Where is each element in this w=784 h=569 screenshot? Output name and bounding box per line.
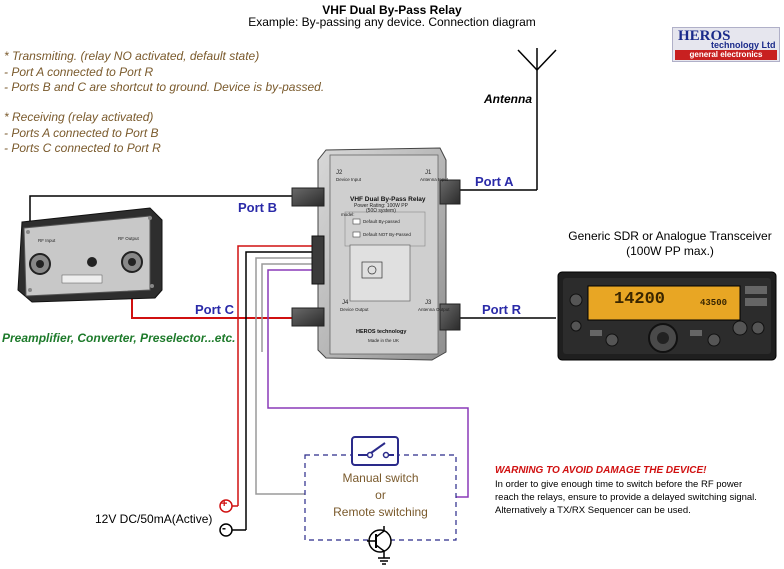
relay-box-title: VHF Dual By-Pass Relay	[350, 196, 426, 203]
sdr-label: Generic SDR or Analogue Transceiver (100…	[560, 229, 780, 259]
diagram-title: VHF Dual By-Pass Relay	[322, 3, 462, 17]
relay-j2-sub: Device Input	[336, 177, 362, 182]
relay-j4-sub: Device Output	[340, 307, 369, 312]
antenna-label: Antenna	[484, 92, 532, 106]
rx-note-line: - Ports C connected to Port R	[4, 141, 161, 155]
tx-note-line: - Ports B and C are shortcut to ground. …	[4, 80, 325, 94]
sdr-label-line2: (100W PP max.)	[626, 244, 714, 258]
switch-label: Manual switch or Remote switching	[305, 470, 456, 521]
wire-grey-1	[255, 257, 322, 495]
switch-symbol-icon	[351, 436, 399, 466]
wire-red-plus	[237, 245, 322, 506]
tx-note-line: - Port A connected to Port R	[4, 64, 154, 79]
warning-line: In order to give enough time to switch b…	[495, 479, 743, 490]
logo-line3: general electronics	[675, 50, 777, 60]
warning-line: reach the relays, ensure to provide a de…	[495, 492, 757, 503]
switch-line1: Manual switch	[342, 471, 419, 485]
relay-box-spec2: (50Ω system)	[366, 208, 396, 214]
logo-line1: HEROS	[678, 28, 731, 44]
device-label2: RF Output	[118, 236, 139, 241]
relay-j4: J4	[342, 300, 349, 306]
relay-box-drawing	[291, 147, 461, 361]
power-label: 12V DC/50mA(Active)	[95, 512, 213, 526]
relay-box-spec1: Power Rating: 100W PP	[354, 203, 408, 209]
warning-line: Alternatively a TX/RX Sequencer can be u…	[495, 505, 691, 516]
radio-freq2: 43500	[700, 298, 728, 308]
logo-line2: technology Ltd	[711, 40, 776, 50]
diagram-subtitle: Example: By-passing any device. Connecti…	[248, 15, 536, 29]
wire-grey-2	[261, 263, 322, 352]
port-c-label: Port C	[195, 302, 234, 317]
tx-note-line: * Transmiting. (relay NO activated, defa…	[4, 49, 260, 63]
wire-purple	[267, 269, 469, 498]
tx-notes: * Transmiting. (relay NO activated, defa…	[4, 49, 324, 96]
port-r-label: Port R	[482, 302, 521, 317]
sdr-label-line1: Generic SDR or Analogue Transceiver	[568, 229, 772, 243]
relay-made: Made in the UK	[368, 338, 400, 343]
transistor-icon	[367, 526, 392, 565]
heros-logo: HEROS technology Ltd general electronics	[672, 27, 780, 62]
relay-j3: J3	[425, 300, 432, 306]
radio-freq1: 14200	[614, 290, 666, 309]
wire-black-minus	[245, 251, 322, 530]
switch-line2: or	[375, 488, 386, 502]
rx-note-line: * Receiving (relay activated)	[4, 110, 154, 124]
relay-j3-sub: Antenna Output	[418, 307, 450, 312]
minus-sign: -	[222, 521, 226, 535]
relay-opt1: Default By-passed	[363, 219, 400, 224]
warning-heading: WARNING TO AVOID DAMAGE THE DEVICE!	[495, 465, 707, 476]
relay-brand: HEROS technology	[356, 329, 407, 335]
port-a-label: Port A	[475, 174, 514, 189]
relay-j2: J2	[336, 170, 343, 176]
warning-body: In order to give enough time to switch b…	[495, 478, 757, 517]
preamp-label: Preamplifier, Converter, Preselector...e…	[2, 331, 236, 345]
switch-line3: Remote switching	[333, 505, 428, 519]
device-box-drawing	[17, 207, 163, 303]
radio-drawing	[557, 271, 777, 361]
relay-j1-sub: Antenna Input	[420, 177, 449, 182]
port-b-label: Port B	[238, 200, 277, 215]
device-label1: RF Input	[38, 238, 56, 243]
relay-opt2: Default NOT By-Passed	[363, 232, 411, 237]
rx-notes: * Receiving (relay activated) - Ports A …	[4, 110, 161, 157]
antenna-symbol	[517, 48, 557, 190]
plus-sign: +	[221, 498, 228, 510]
relay-j1: J1	[425, 170, 432, 176]
rx-note-line: - Ports A connected to Port B	[4, 125, 159, 140]
relay-mode: model:	[341, 212, 355, 217]
